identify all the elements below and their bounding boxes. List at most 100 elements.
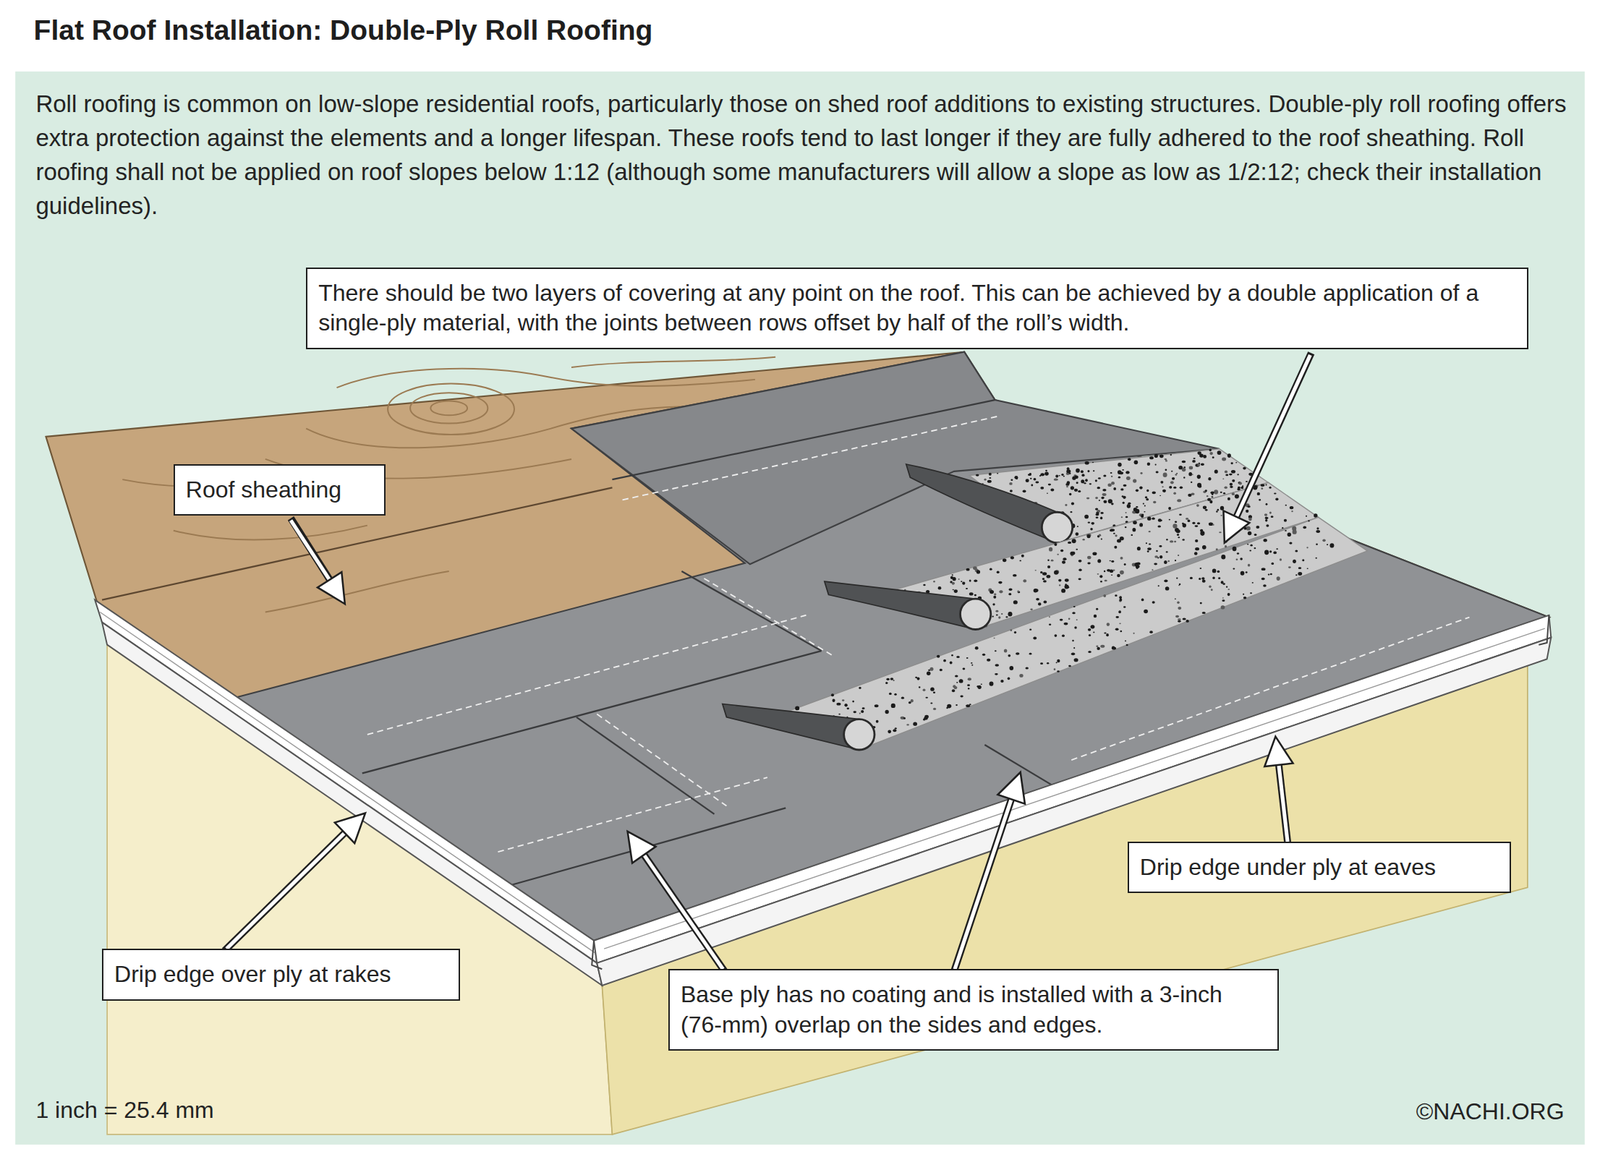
granule <box>1209 452 1214 455</box>
granule <box>1062 557 1067 561</box>
granule <box>1167 560 1170 563</box>
granule <box>1056 661 1058 664</box>
granule <box>858 687 861 690</box>
granule <box>954 589 958 594</box>
callout-text: Drip edge over ply at rakes <box>114 959 448 991</box>
granule <box>1058 579 1062 583</box>
granule <box>1009 666 1014 671</box>
granule <box>1151 491 1156 495</box>
leader-fill <box>643 853 724 970</box>
granule <box>1229 483 1233 487</box>
granule <box>1111 481 1115 486</box>
granule <box>1305 515 1308 518</box>
granule <box>1131 534 1134 536</box>
granule <box>1000 679 1004 683</box>
granule <box>1058 475 1061 477</box>
granule <box>976 685 979 688</box>
leader-arrow <box>290 518 346 605</box>
granule <box>1221 457 1227 462</box>
granule <box>1168 507 1172 510</box>
granule <box>1034 588 1039 593</box>
granule <box>1095 517 1099 519</box>
granule <box>1193 457 1196 460</box>
granule <box>1121 495 1125 497</box>
granule <box>894 693 897 696</box>
eave-fascia <box>596 637 1551 986</box>
granule <box>1043 600 1048 604</box>
granule <box>1292 559 1297 564</box>
granule <box>886 678 889 681</box>
granule <box>1288 566 1292 569</box>
granule <box>1109 560 1112 563</box>
granule <box>1132 478 1137 483</box>
arrow-head <box>997 772 1025 805</box>
granule <box>967 684 970 687</box>
granule <box>1126 504 1131 509</box>
granule <box>1105 633 1109 637</box>
granule <box>1208 585 1211 589</box>
granule <box>922 689 926 692</box>
granule <box>1074 488 1078 492</box>
granule <box>1082 538 1085 541</box>
granule <box>1116 538 1122 543</box>
granule <box>1154 454 1159 458</box>
granule <box>1118 623 1122 625</box>
granule <box>1213 489 1219 495</box>
granule <box>1214 469 1219 474</box>
granule <box>1202 545 1207 550</box>
granule <box>1253 547 1256 550</box>
granule <box>1302 526 1307 530</box>
granule <box>1114 594 1117 597</box>
granule <box>1008 588 1012 591</box>
granule <box>998 581 1002 585</box>
granule <box>1111 575 1113 577</box>
granule <box>987 480 992 484</box>
granule <box>962 581 965 585</box>
granule <box>908 701 912 704</box>
granule <box>903 717 906 720</box>
granule <box>1123 484 1127 487</box>
granule <box>894 727 897 730</box>
leader-arrow <box>1264 737 1293 845</box>
granule <box>1027 473 1032 476</box>
granule <box>1200 602 1203 605</box>
granule <box>998 590 1003 594</box>
granule <box>1152 601 1156 604</box>
granule <box>1194 525 1199 528</box>
granule <box>1264 550 1269 556</box>
granule <box>1017 591 1021 594</box>
granule <box>1070 486 1075 490</box>
granule <box>1145 496 1148 499</box>
granule <box>1176 577 1178 579</box>
granule <box>1177 536 1180 539</box>
granule <box>1269 550 1272 553</box>
granule <box>1197 522 1200 525</box>
granule <box>1172 523 1177 529</box>
granule <box>1161 486 1164 488</box>
granule <box>1174 520 1177 523</box>
granule <box>1170 454 1172 456</box>
granule <box>1068 665 1072 668</box>
granule <box>875 720 879 724</box>
granule <box>954 686 958 690</box>
granule <box>1174 473 1177 476</box>
granule <box>1242 593 1245 596</box>
granule <box>1064 578 1070 582</box>
granule <box>1159 495 1161 497</box>
granule <box>1243 596 1247 599</box>
granule <box>1147 547 1152 551</box>
granule <box>1148 530 1151 533</box>
granule <box>1068 618 1071 621</box>
granule <box>1207 477 1211 481</box>
granule <box>989 590 994 594</box>
granule <box>1061 634 1065 638</box>
granule <box>991 616 994 618</box>
granule <box>1226 586 1228 589</box>
granule <box>974 594 977 597</box>
granule <box>1075 468 1080 474</box>
granule <box>874 704 879 708</box>
arrow-head <box>334 813 366 844</box>
granule <box>998 616 1001 620</box>
granule <box>929 667 934 672</box>
granule <box>1010 556 1015 560</box>
